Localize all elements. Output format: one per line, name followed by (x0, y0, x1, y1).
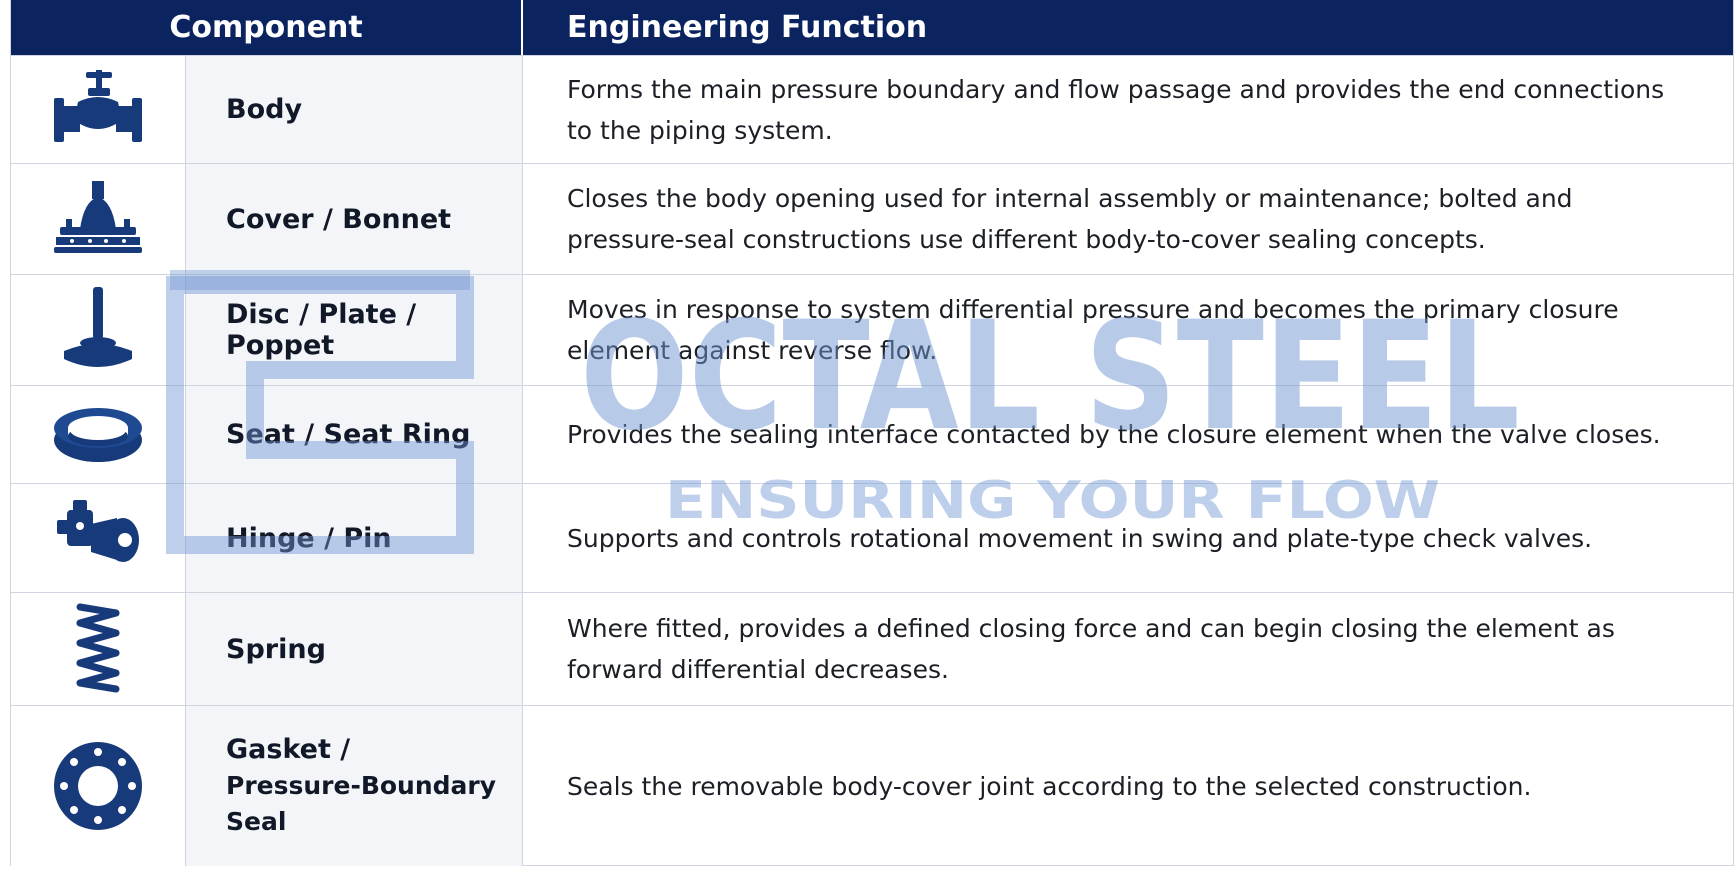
table-row: Cover / Bonnet Closes the body opening u… (11, 163, 1733, 274)
spring-icon (68, 601, 128, 697)
hinge-pin-icon (53, 498, 143, 578)
component-name: Disc / Plate / Poppet (186, 275, 523, 385)
table-row: Body Forms the main pressure boundary an… (11, 55, 1733, 163)
icon-cell (11, 484, 186, 592)
component-table: Component Engineering Function (10, 0, 1734, 866)
component-name: Seat / Seat Ring (186, 386, 523, 483)
bonnet-icon (50, 179, 146, 259)
component-function: Provides the sealing interface contacted… (567, 420, 1661, 449)
component-function: Seals the removable body-cover joint acc… (567, 771, 1532, 801)
icon-cell (11, 386, 186, 483)
component-name: Hinge / Pin (186, 484, 523, 592)
icon-cell (11, 164, 186, 274)
disc-poppet-icon (58, 285, 138, 375)
component-function: Moves in response to system differential… (567, 295, 1619, 365)
table-row: Seat / Seat Ring Provides the sealing in… (11, 385, 1733, 483)
component-name: Cover / Bonnet (186, 164, 523, 274)
component-name-line2: Pressure-Boundary Seal (226, 771, 497, 836)
table-row: Spring Where fitted, provides a defined … (11, 592, 1733, 705)
icon-cell (11, 706, 186, 866)
icon-cell (11, 56, 186, 163)
component-name: Body (186, 56, 523, 163)
table-row: Gasket / Pressure-Boundary Seal Seals th… (11, 705, 1733, 866)
icon-cell (11, 593, 186, 705)
icon-cell (11, 275, 186, 385)
component-name-line1: Gasket / (226, 734, 351, 765)
seat-ring-icon (50, 400, 146, 470)
component-function: Forms the main pressure boundary and flo… (567, 74, 1665, 145)
table-row: Disc / Plate / Poppet Moves in response … (11, 274, 1733, 385)
globe-valve-icon (50, 68, 146, 152)
component-function: Closes the body opening used for interna… (567, 184, 1573, 254)
header-component: Component (11, 0, 523, 55)
component-function: Supports and controls rotational movemen… (567, 523, 1593, 553)
header-function: Engineering Function (567, 10, 928, 45)
gasket-icon (52, 740, 144, 832)
table-row: Hinge / Pin Supports and controls rotati… (11, 483, 1733, 592)
component-function: Where fitted, provides a defined closing… (567, 614, 1615, 684)
component-name: Gasket / Pressure-Boundary Seal (186, 706, 523, 866)
table-header: Component Engineering Function (11, 0, 1733, 55)
component-name: Spring (186, 593, 523, 705)
